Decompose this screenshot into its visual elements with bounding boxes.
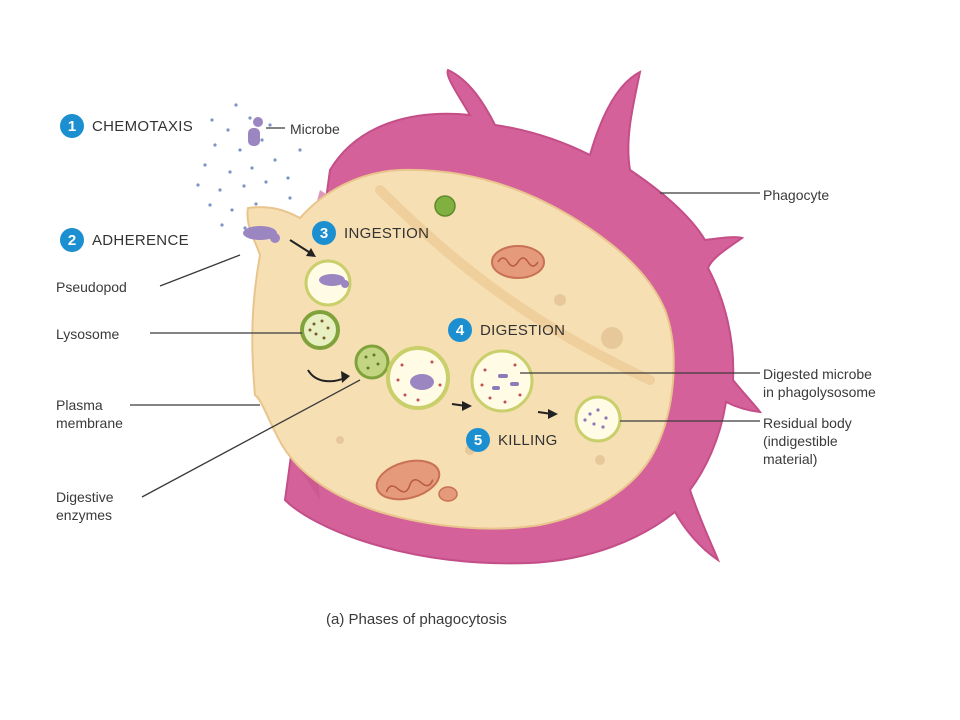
chemotaxis-particles (196, 103, 302, 230)
microbe-free (248, 117, 263, 146)
mitochondrion-1 (491, 245, 545, 279)
label-residual-body-line3: material) (763, 451, 818, 467)
granule (434, 195, 456, 217)
step-badge-5: 5 (466, 428, 490, 452)
label-phagocyte: Phagocyte (763, 187, 830, 203)
label-residual-body: Residual body (indigestible material) (763, 414, 852, 468)
step-ingestion: 3 INGESTION (312, 221, 429, 245)
step-digestion: 4 DIGESTION (448, 318, 565, 342)
label-residual-body-line2: (indigestible (763, 433, 838, 449)
step-badge-1: 1 (60, 114, 84, 138)
leader-lines (130, 127, 760, 498)
step-killing: 5 KILLING (466, 428, 558, 452)
step-label-killing: KILLING (498, 431, 558, 449)
cytoplasm-granules (336, 294, 623, 465)
step-adherence: 2 ADHERENCE (60, 228, 189, 252)
phagosome (304, 259, 352, 307)
label-lysosome: Lysosome (56, 326, 120, 342)
step-label-ingestion: INGESTION (344, 224, 430, 242)
fusing-lysosome (354, 344, 390, 380)
label-plasma-membrane-line2: membrane (56, 415, 123, 431)
phagolysosome-2 (470, 349, 534, 413)
label-digested-microbe-line1: Digested microbe (763, 366, 872, 382)
label-pseudopod: Pseudopod (56, 279, 127, 295)
step-label-adherence: ADHERENCE (92, 231, 189, 249)
organelle-small (438, 486, 458, 502)
residual-body-vesicle (574, 395, 622, 443)
microbe-adhering (243, 226, 280, 243)
step-badge-4: 4 (448, 318, 472, 342)
label-digested-microbe: Digested microbe in phagolysosome (763, 365, 876, 401)
step-badge-2: 2 (60, 228, 84, 252)
label-residual-body-line1: Residual body (763, 415, 852, 431)
label-microbe: Microbe (290, 121, 340, 137)
step-label-digestion: DIGESTION (480, 321, 566, 339)
label-digestive-enzymes-line1: Digestive (56, 489, 114, 505)
step-chemotaxis: 1 CHEMOTAXIS (60, 114, 193, 138)
step-label-chemotaxis: CHEMOTAXIS (92, 117, 194, 135)
figure-caption: (a) Phases of phagocytosis (326, 611, 507, 628)
label-plasma-membrane: Plasma membrane (56, 396, 123, 432)
lysosome-organelle (300, 310, 340, 350)
label-digestive-enzymes-line2: enzymes (56, 507, 113, 523)
label-digestive-enzymes: Digestive enzymes (56, 488, 114, 524)
label-plasma-membrane-line1: Plasma (56, 397, 103, 413)
mitochondrion-2 (375, 459, 441, 501)
step-badge-3: 3 (312, 221, 336, 245)
phagolysosome-1 (386, 346, 450, 410)
cytoplasm (246, 168, 675, 530)
arrowheads (306, 248, 558, 419)
label-digested-microbe-line2: in phagolysosome (763, 384, 876, 400)
cytoplasm-fold (375, 185, 655, 385)
